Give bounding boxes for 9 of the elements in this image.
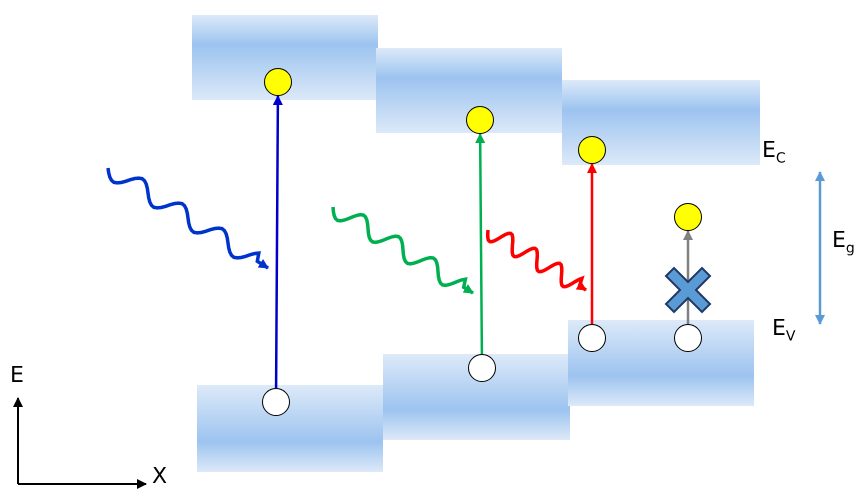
energy-level-label: E$_{V}$ (772, 318, 796, 344)
band-gap-label: E$_{g}$ (832, 230, 855, 256)
transition-arrow (587, 163, 597, 324)
energy-level-label: E$_{C}$ (762, 140, 786, 166)
axis-label: E (10, 365, 24, 387)
electron-circle (674, 203, 702, 231)
axis-label: X (152, 466, 168, 488)
transition-arrow (475, 133, 486, 354)
transition-arrow (272, 95, 283, 388)
